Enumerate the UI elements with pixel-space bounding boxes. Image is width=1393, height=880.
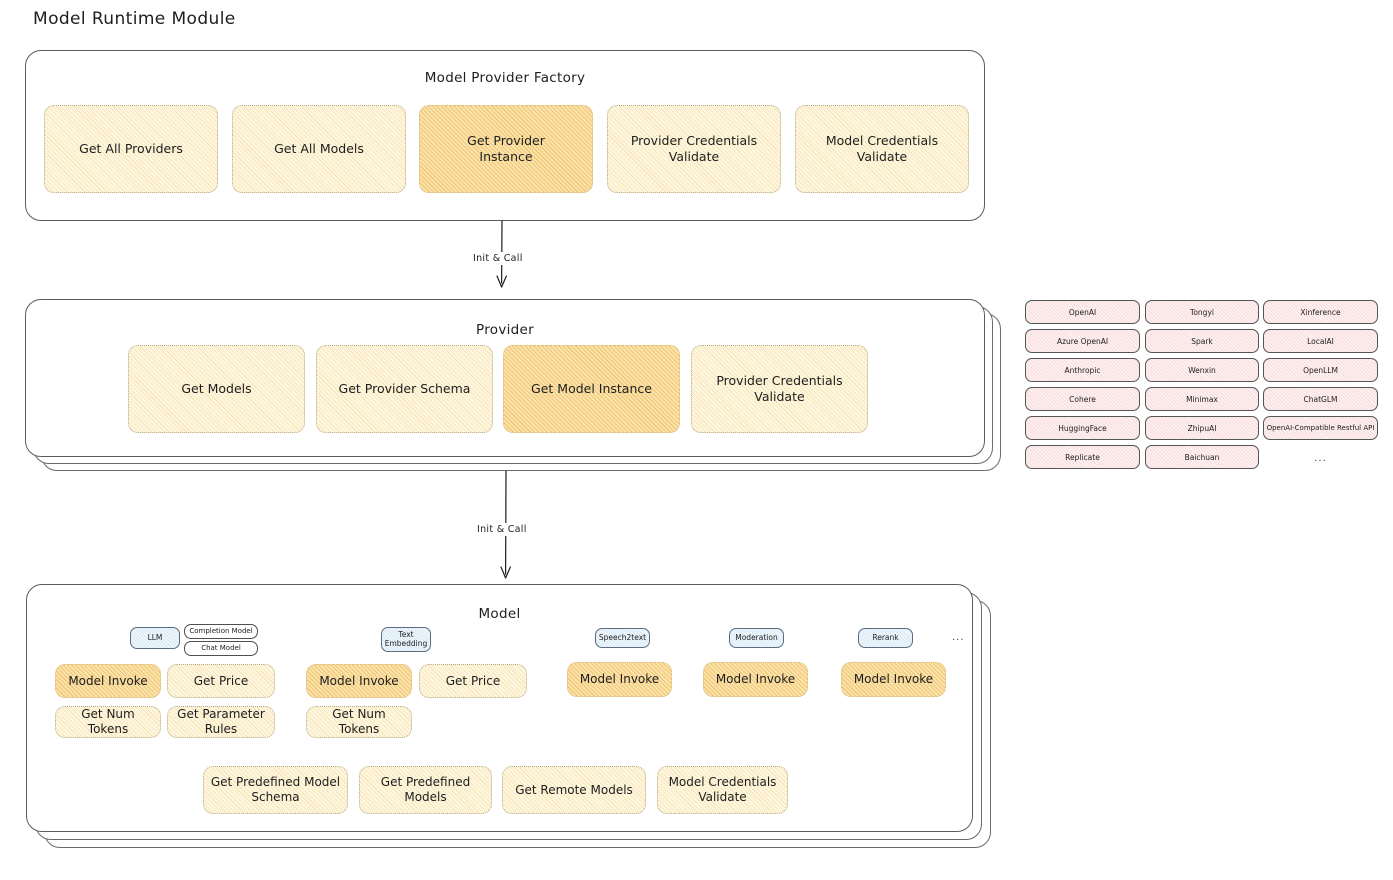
provider-card-get-models[interactable]: Get Models xyxy=(128,345,305,433)
provider-pill-minimax[interactable]: Minimax xyxy=(1145,387,1259,411)
provider-list-more-label: ... xyxy=(1314,453,1327,464)
provider-pill-openai[interactable]: OpenAI xyxy=(1025,300,1140,324)
provider-pill-baichuan[interactable]: Baichuan xyxy=(1145,445,1259,469)
provider-pill-spark[interactable]: Spark xyxy=(1145,329,1259,353)
model-types-more-label: ... xyxy=(952,632,965,643)
factory-card-get-all-models[interactable]: Get All Models xyxy=(232,105,406,193)
arrow-provider-to-model xyxy=(500,470,511,579)
provider-title: Provider xyxy=(476,322,534,338)
arrow-label-init-and-call-2: Init & Call xyxy=(473,523,531,536)
model-type-badge-moderation[interactable]: Moderation xyxy=(729,628,784,648)
text-embedding-method-get-price[interactable]: Get Price xyxy=(419,664,527,698)
provider-pill-localai[interactable]: LocalAI xyxy=(1263,329,1378,353)
model-provider-factory-title: Model Provider Factory xyxy=(424,70,586,86)
text-embedding-method-model-invoke[interactable]: Model Invoke xyxy=(306,664,412,698)
llm-method-model-invoke[interactable]: Model Invoke xyxy=(55,664,161,698)
model-type-badge-speech2text[interactable]: Speech2text xyxy=(595,628,650,648)
provider-pill-xinference[interactable]: Xinference xyxy=(1263,300,1378,324)
model-type-badge-rerank[interactable]: Rerank xyxy=(858,628,913,648)
provider-pill-chatglm[interactable]: ChatGLM xyxy=(1263,387,1378,411)
model-group: Model xyxy=(26,584,973,832)
arrow-label-init-and-call-1: Init & Call xyxy=(469,252,527,265)
provider-pill-openllm[interactable]: OpenLLM xyxy=(1263,358,1378,382)
rerank-method-model-invoke[interactable]: Model Invoke xyxy=(841,662,946,697)
page-title: Model Runtime Module xyxy=(33,9,236,29)
provider-card-get-provider-schema[interactable]: Get Provider Schema xyxy=(316,345,493,433)
text-embedding-method-get-num-tokens[interactable]: Get Num Tokens xyxy=(306,706,412,738)
llm-method-get-price[interactable]: Get Price xyxy=(167,664,275,698)
model-subtype-badge-chat-model[interactable]: Chat Model xyxy=(184,641,258,656)
llm-method-get-num-tokens[interactable]: Get Num Tokens xyxy=(55,706,161,738)
provider-pill-wenxin[interactable]: Wenxin xyxy=(1145,358,1259,382)
provider-pill-replicate[interactable]: Replicate xyxy=(1025,445,1140,469)
provider-pill-anthropic[interactable]: Anthropic xyxy=(1025,358,1140,382)
provider-pill-openai-compatible-restful-api[interactable]: OpenAI-Compatible Restful API xyxy=(1263,416,1378,440)
factory-card-get-all-providers[interactable]: Get All Providers xyxy=(44,105,218,193)
moderation-method-model-invoke[interactable]: Model Invoke xyxy=(703,662,808,697)
provider-card-get-model-instance[interactable]: Get Model Instance xyxy=(503,345,680,433)
provider-pill-cohere[interactable]: Cohere xyxy=(1025,387,1140,411)
speech2text-method-model-invoke[interactable]: Model Invoke xyxy=(567,662,672,697)
provider-pill-zhipuai[interactable]: ZhipuAI xyxy=(1145,416,1259,440)
model-title: Model xyxy=(478,606,521,622)
provider-pill-huggingface[interactable]: HuggingFace xyxy=(1025,416,1140,440)
model-subtype-badge-completion-model[interactable]: Completion Model xyxy=(184,624,258,639)
provider-pill-tongyi[interactable]: Tongyi xyxy=(1145,300,1259,324)
provider-pill-azure-openai[interactable]: Azure OpenAI xyxy=(1025,329,1140,353)
model-type-badge-llm[interactable]: LLM xyxy=(130,627,180,649)
model-common-get-remote-models[interactable]: Get Remote Models xyxy=(502,766,646,814)
